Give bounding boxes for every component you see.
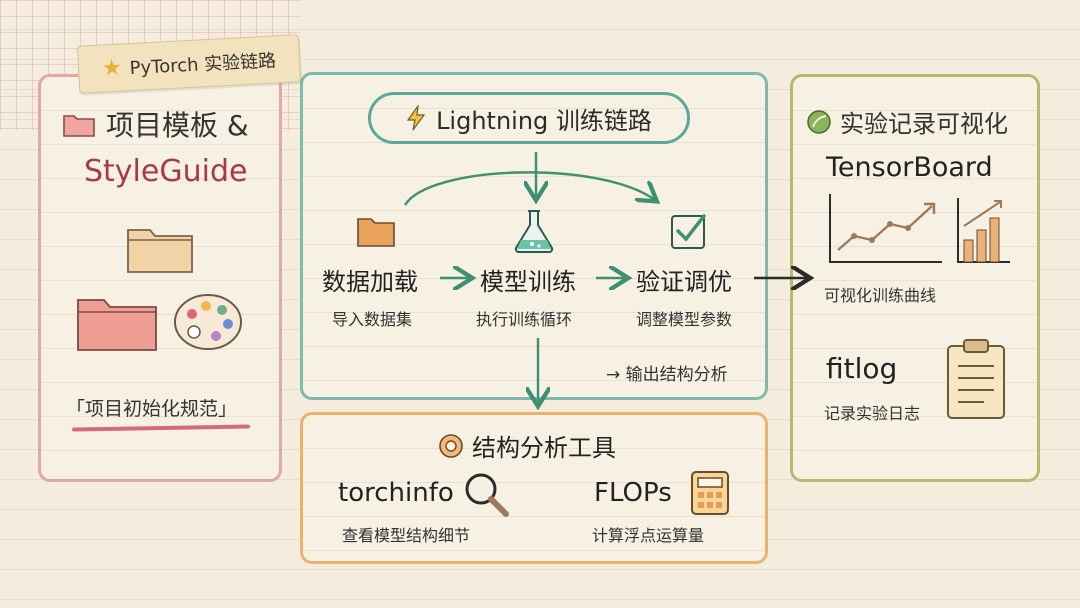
- bar-chart-icon: [957, 198, 1010, 263]
- template-caption: 「项目初始化规范」: [66, 398, 238, 420]
- lightning-icon: [406, 105, 426, 131]
- folder-icon: [77, 299, 157, 351]
- tensorboard-label: TensorBoard: [826, 152, 993, 183]
- template-panel: [38, 74, 282, 482]
- step-data-loading-sub: 导入数据集: [332, 310, 413, 329]
- visualization-title-text: 实验记录可视化: [840, 110, 1008, 138]
- magnifier-icon: [465, 473, 509, 517]
- leaf-icon: [807, 109, 831, 134]
- palette-icon: [174, 294, 242, 350]
- lightning-title-pill: Lightning 训练链路: [368, 92, 690, 144]
- clipboard-icon: [947, 339, 1005, 419]
- analysis-panel: [300, 412, 768, 564]
- gear-icon: [439, 433, 463, 458]
- analysis-title: 结构分析工具: [438, 428, 616, 463]
- folder-icon: [127, 229, 193, 273]
- line-chart-icon: [829, 194, 942, 263]
- styleguide-title: StyleGuide: [84, 154, 248, 189]
- template-title-text: 项目模板 &: [106, 109, 249, 142]
- torchinfo-label: torchinfo: [338, 478, 454, 508]
- flops-caption: 计算浮点运算量: [592, 526, 705, 545]
- step-model-training: 模型训练: [480, 268, 576, 296]
- torchinfo-caption: 查看模型结构细节: [342, 526, 471, 545]
- flask-icon: [514, 210, 554, 253]
- template-title: 项目模板 &: [62, 104, 249, 144]
- analysis-title-text: 结构分析工具: [472, 434, 616, 462]
- folder-icon: [357, 218, 395, 247]
- tensorboard-caption: 可视化训练曲线: [824, 286, 937, 305]
- fitlog-caption: 记录实验日志: [824, 404, 921, 423]
- checkbox-icon: [671, 214, 706, 249]
- step-model-training-sub: 执行训练循环: [476, 310, 573, 329]
- calculator-icon: [691, 471, 729, 515]
- step-validation: 验证调优: [636, 268, 732, 296]
- folder-icon: [63, 115, 95, 137]
- flops-label: FLOPs: [594, 478, 672, 508]
- lightning-title: Lightning 训练链路: [436, 106, 652, 135]
- visualization-title: 实验记录可视化: [806, 104, 1008, 139]
- fitlog-label: fitlog: [826, 352, 898, 385]
- output-note: → 输出结构分析: [606, 365, 728, 385]
- step-validation-sub: 调整模型参数: [636, 310, 733, 329]
- step-data-loading: 数据加载: [322, 268, 418, 296]
